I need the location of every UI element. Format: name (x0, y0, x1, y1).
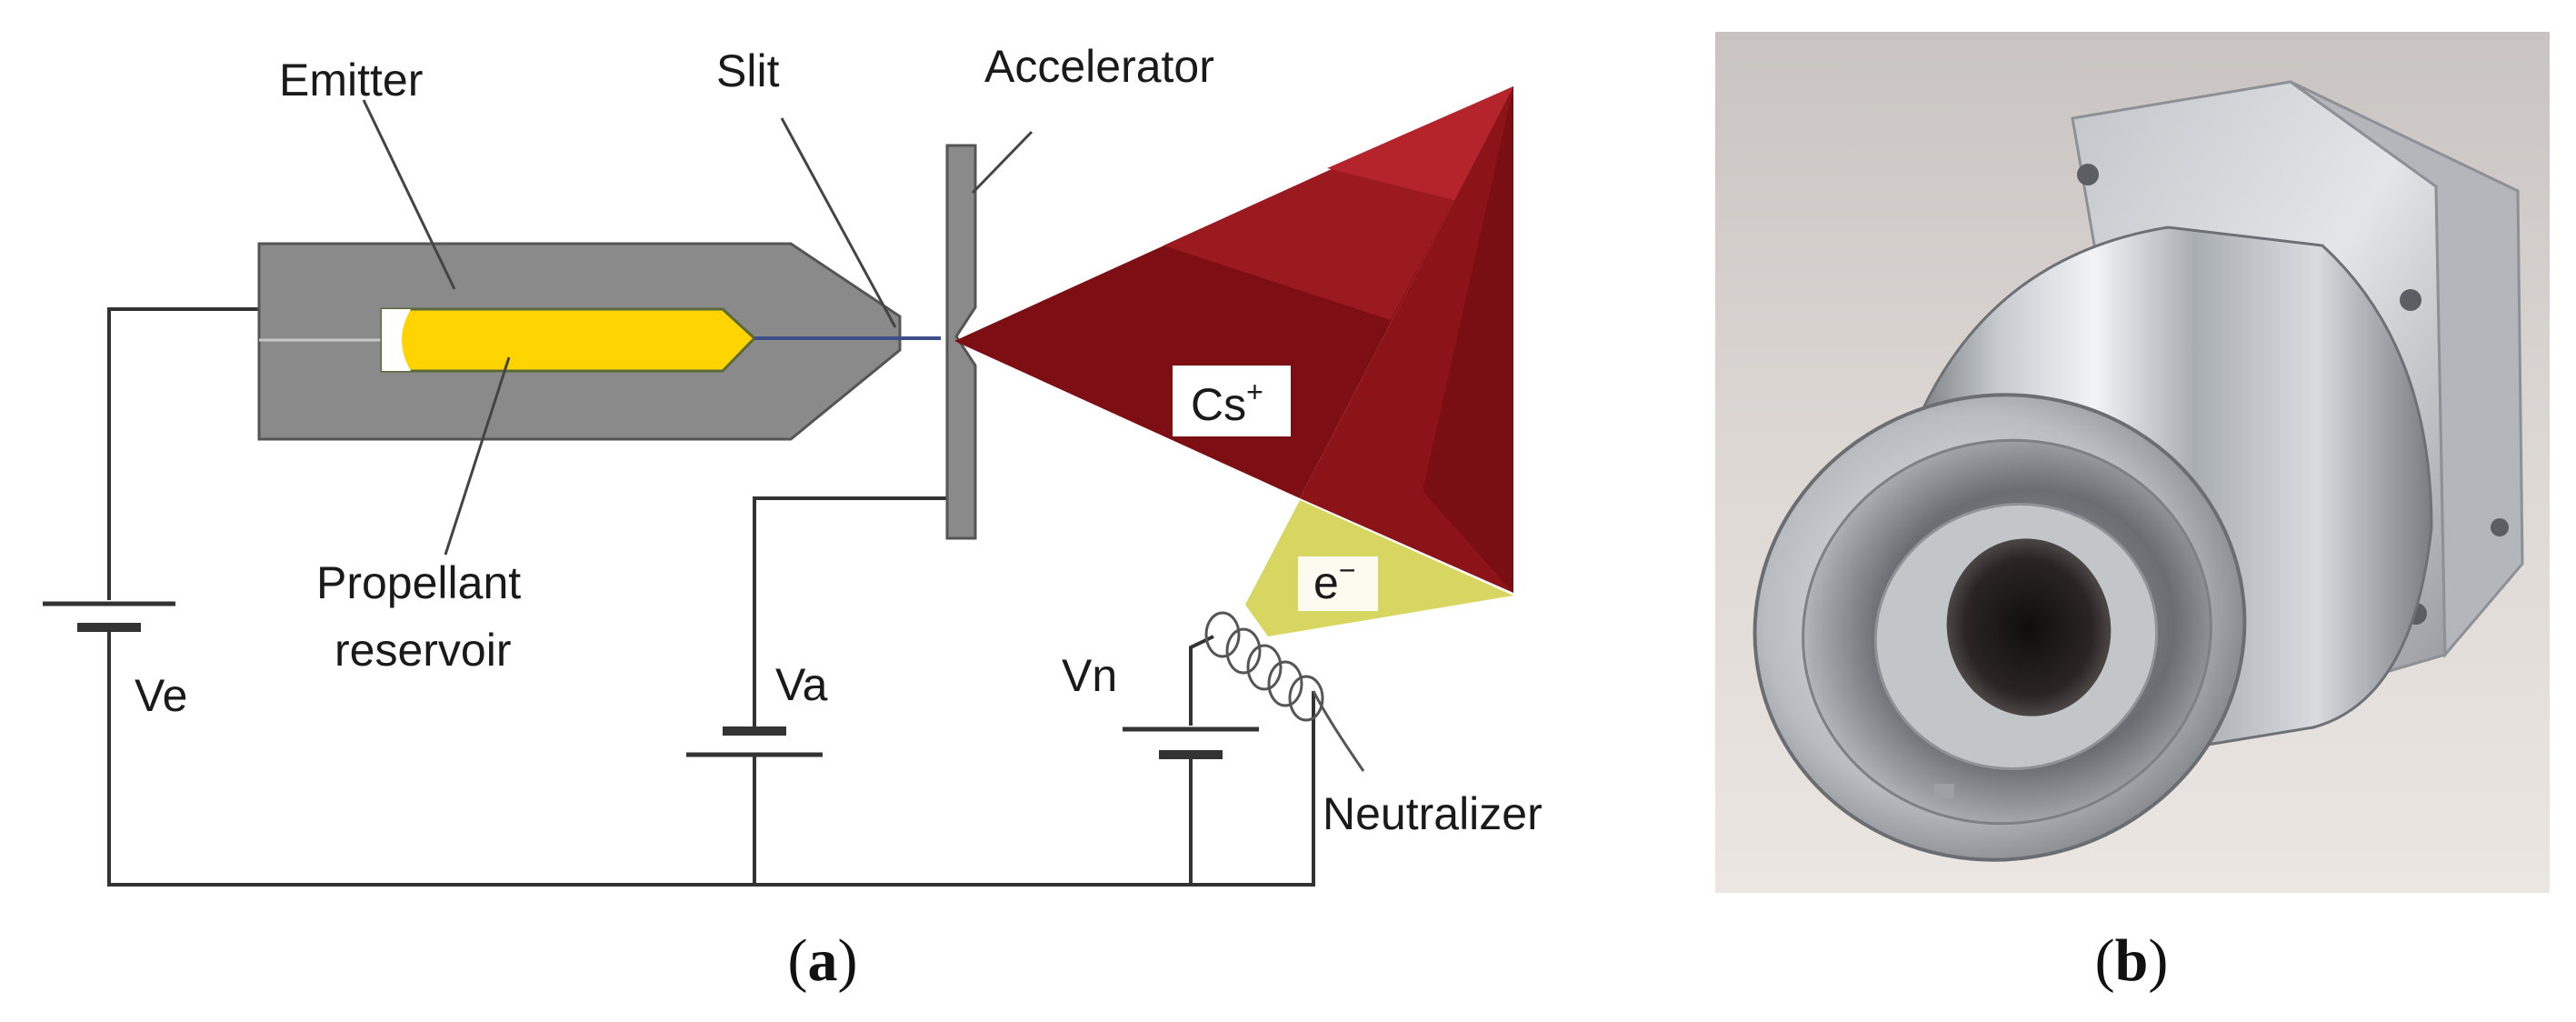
panel-b-photo: (b) (1715, 32, 2550, 994)
propellant-label: Propellant (316, 557, 521, 608)
caption-a: (a) (788, 927, 858, 994)
battery-ve (43, 601, 175, 632)
accelerator-label: Accelerator (984, 41, 1214, 92)
ve-label: Ve (135, 670, 187, 721)
circuit-wires (107, 307, 1315, 887)
va-label: Va (775, 659, 828, 710)
leader-lines (362, 99, 1033, 556)
vn-label: Vn (1062, 650, 1117, 701)
neutralizer-coil (1204, 611, 1365, 772)
wire-accelerator (753, 496, 950, 727)
emitter-body (257, 242, 941, 441)
slit-label: Slit (716, 45, 780, 96)
ion-plume (954, 86, 1513, 593)
emitter-label: Emitter (279, 55, 423, 105)
thruster-front-face (1752, 393, 2247, 862)
e-label-box (1298, 556, 1378, 611)
propellant-reservoir (380, 307, 757, 373)
panel-a-diagram: Emitter Slit Accelerator Cs+ e− Propella… (43, 41, 1543, 994)
cs-label-box (1173, 366, 1291, 436)
wire-ve-down (107, 632, 1315, 887)
cs-label: Cs+ (1191, 376, 1263, 430)
e-label: e− (1313, 554, 1356, 608)
neutralizer-label: Neutralizer (1323, 788, 1543, 839)
battery-va (686, 726, 823, 757)
caption-b: (b) (2095, 927, 2169, 994)
wire-emitter (107, 307, 259, 600)
accelerator-electrode (945, 144, 977, 540)
reservoir-label: reservoir (334, 625, 511, 676)
thruster-bore (1946, 538, 2112, 716)
battery-vn (1123, 726, 1259, 759)
